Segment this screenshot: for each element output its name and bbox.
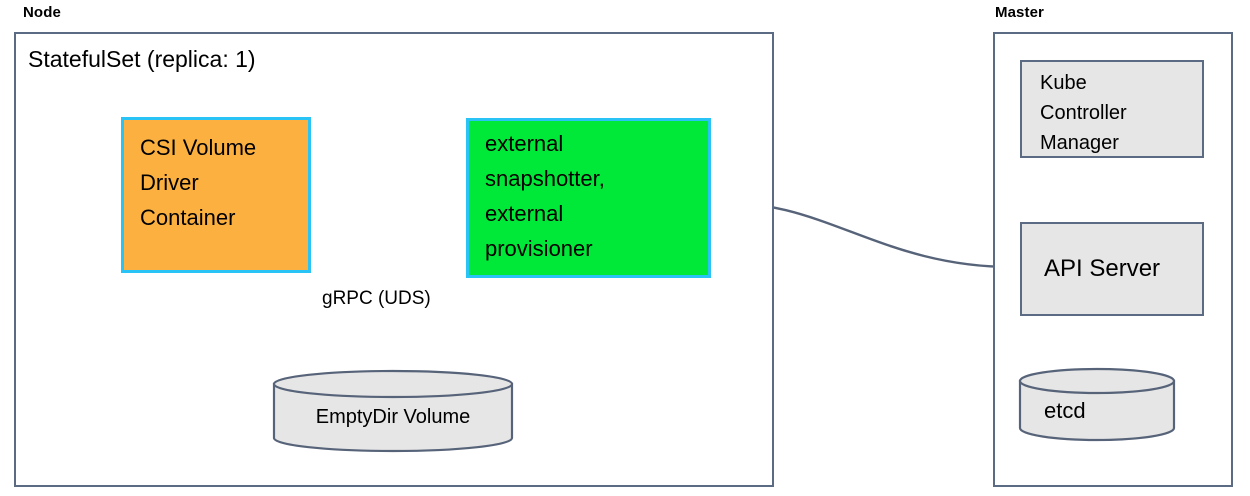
master-group-title: Master	[995, 4, 1044, 21]
sidecar-line-3: external	[485, 201, 564, 226]
kcm-line-2: Controller	[1040, 102, 1127, 124]
cylinder-shape	[272, 369, 514, 453]
grpc-edge-label: gRPC (UDS)	[322, 288, 431, 309]
kcm-line-1: Kube	[1040, 72, 1087, 94]
csi-line-3: Container	[140, 205, 236, 230]
csi-line-1: CSI Volume	[140, 135, 257, 160]
csi-volume-driver-container-box[interactable]: CSI Volume Driver Container	[121, 117, 311, 273]
statefulset-label: StatefulSet (replica: 1)	[28, 46, 256, 72]
sidecar-line-2: snapshotter,	[485, 166, 605, 191]
node-group-title: Node	[23, 4, 61, 21]
emptydir-volume-label: EmptyDir Volume	[315, 406, 471, 428]
sidecar-line-1: external	[485, 131, 564, 156]
api-server-label: API Server	[1044, 255, 1161, 282]
emptydir-volume-cylinder[interactable]: EmptyDir Volume	[272, 369, 514, 453]
kube-controller-manager-box[interactable]: Kube Controller Manager	[1020, 60, 1204, 158]
external-sidecars-box[interactable]: external snapshotter, external provision…	[466, 118, 711, 278]
etcd-label: etcd	[1044, 398, 1086, 423]
etcd-cylinder[interactable]: etcd	[1018, 367, 1176, 442]
csi-line-2: Driver	[140, 170, 199, 195]
cylinder-shape	[1018, 367, 1176, 442]
api-server-box[interactable]: API Server	[1020, 222, 1204, 316]
sidecar-line-4: provisioner	[485, 236, 593, 261]
kcm-line-3: Manager	[1040, 132, 1119, 154]
